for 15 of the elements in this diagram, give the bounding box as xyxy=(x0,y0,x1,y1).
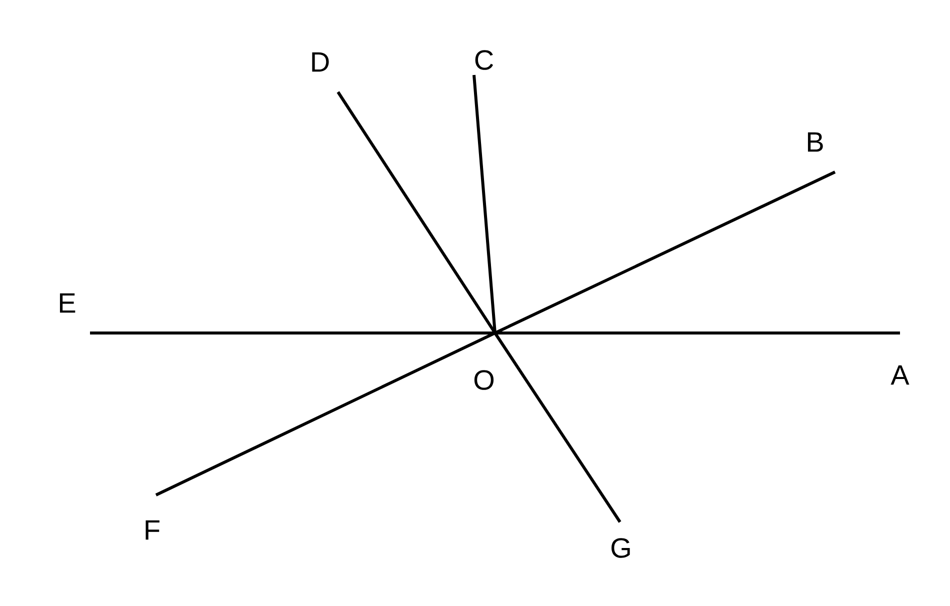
line xyxy=(472,74,496,334)
point-label: B xyxy=(808,132,823,152)
point-label: E xyxy=(60,293,76,313)
line xyxy=(336,91,496,334)
line xyxy=(494,170,836,334)
point-label: A xyxy=(890,365,910,385)
line xyxy=(494,332,622,523)
line xyxy=(495,332,900,334)
point-label: G xyxy=(612,538,630,558)
point-label: D xyxy=(312,52,329,72)
point-label: F xyxy=(146,520,160,540)
line xyxy=(155,332,496,496)
line xyxy=(90,332,495,334)
point-label: O xyxy=(474,370,494,390)
point-label: C xyxy=(475,50,494,70)
